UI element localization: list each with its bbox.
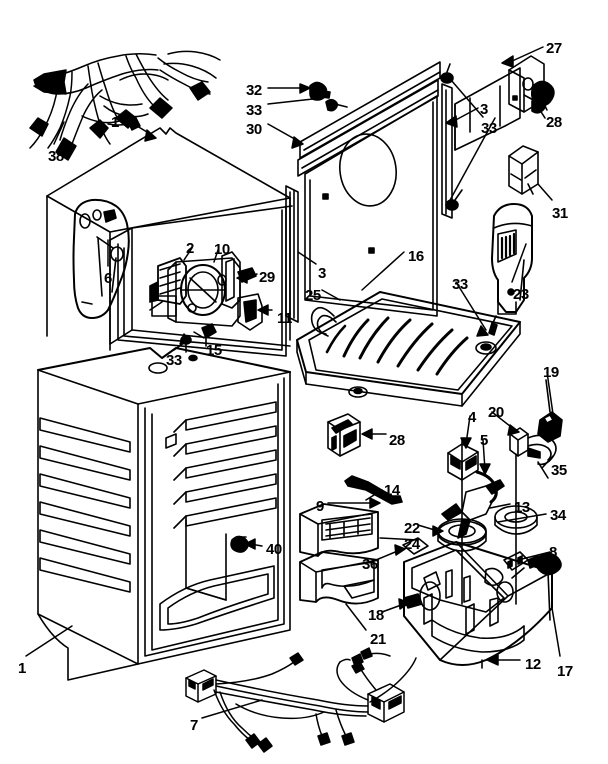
callout-number-12: 12 bbox=[525, 656, 541, 673]
callout-number-1: 1 bbox=[18, 660, 26, 677]
callout-number-28: 28 bbox=[546, 114, 562, 131]
part-24-mount-block bbox=[299, 503, 379, 557]
part-28-grommet-top bbox=[531, 80, 555, 119]
callout-number-35: 35 bbox=[551, 462, 567, 479]
callout-number-30: 30 bbox=[246, 121, 262, 138]
callout-number-28: 28 bbox=[389, 432, 405, 449]
callout-number-21: 21 bbox=[370, 631, 386, 648]
callout-number-32: 32 bbox=[246, 82, 262, 99]
callout-number-36: 36 bbox=[362, 556, 378, 573]
callout-number-33: 33 bbox=[246, 102, 262, 119]
callout-number-33: 33 bbox=[481, 120, 497, 137]
part-1-cabinet-lower bbox=[37, 347, 291, 681]
part-31-cap bbox=[508, 145, 539, 195]
callout-number-31: 31 bbox=[552, 205, 568, 222]
callout-number-5: 5 bbox=[480, 432, 488, 449]
callout-number-6: 6 bbox=[104, 270, 112, 287]
callout-number-29: 29 bbox=[259, 269, 275, 286]
part-assembly-control-fan bbox=[149, 251, 263, 353]
part-14-rod bbox=[344, 475, 403, 505]
callout-number-40: 40 bbox=[266, 541, 282, 558]
leader-lines bbox=[25, 46, 561, 719]
callout-number-33: 33 bbox=[166, 352, 182, 369]
part-1-cabinet-upper bbox=[46, 127, 293, 357]
callout-number-13: 13 bbox=[514, 499, 530, 516]
callout-number-7: 7 bbox=[190, 717, 198, 734]
callout-number-8: 8 bbox=[549, 544, 557, 561]
callout-number-15: 15 bbox=[206, 342, 222, 359]
part-23-terminal-cover bbox=[491, 203, 533, 315]
part-25-drain-pan bbox=[296, 291, 521, 407]
callout-number-17: 17 bbox=[557, 663, 573, 680]
callout-number-4: 4 bbox=[468, 409, 476, 426]
callout-number-9: 9 bbox=[316, 498, 324, 515]
part-7-wire-harness bbox=[185, 647, 417, 753]
callout-number-1: 1 bbox=[111, 114, 119, 131]
callout-number-11: 11 bbox=[277, 310, 292, 327]
callout-number-24: 24 bbox=[404, 536, 420, 553]
callout-number-22: 22 bbox=[404, 520, 420, 537]
callout-number-34: 34 bbox=[550, 507, 566, 524]
callout-number-14: 14 bbox=[384, 482, 400, 499]
part-16-rear-panel bbox=[285, 61, 521, 323]
callout-number-19: 19 bbox=[543, 364, 559, 381]
callout-number-33: 33 bbox=[452, 276, 468, 293]
callout-number-2: 2 bbox=[186, 240, 194, 257]
part-38-wire-harness bbox=[29, 50, 221, 161]
callout-number-10: 10 bbox=[214, 241, 230, 258]
callout-number-23: 23 bbox=[513, 286, 529, 303]
part-12-compressor-base bbox=[403, 379, 563, 669]
callout-number-38: 38 bbox=[48, 148, 64, 165]
callout-number-16: 16 bbox=[408, 248, 424, 265]
callout-number-18: 18 bbox=[368, 607, 384, 624]
callout-number-20: 20 bbox=[488, 404, 504, 421]
callout-number-3: 3 bbox=[318, 265, 326, 282]
callout-number-27: 27 bbox=[546, 40, 562, 57]
part-28-grommet-lower bbox=[327, 413, 361, 457]
part-6-bracket bbox=[72, 198, 130, 319]
callout-number-25: 25 bbox=[305, 287, 321, 304]
callout-number-3: 3 bbox=[480, 101, 488, 118]
